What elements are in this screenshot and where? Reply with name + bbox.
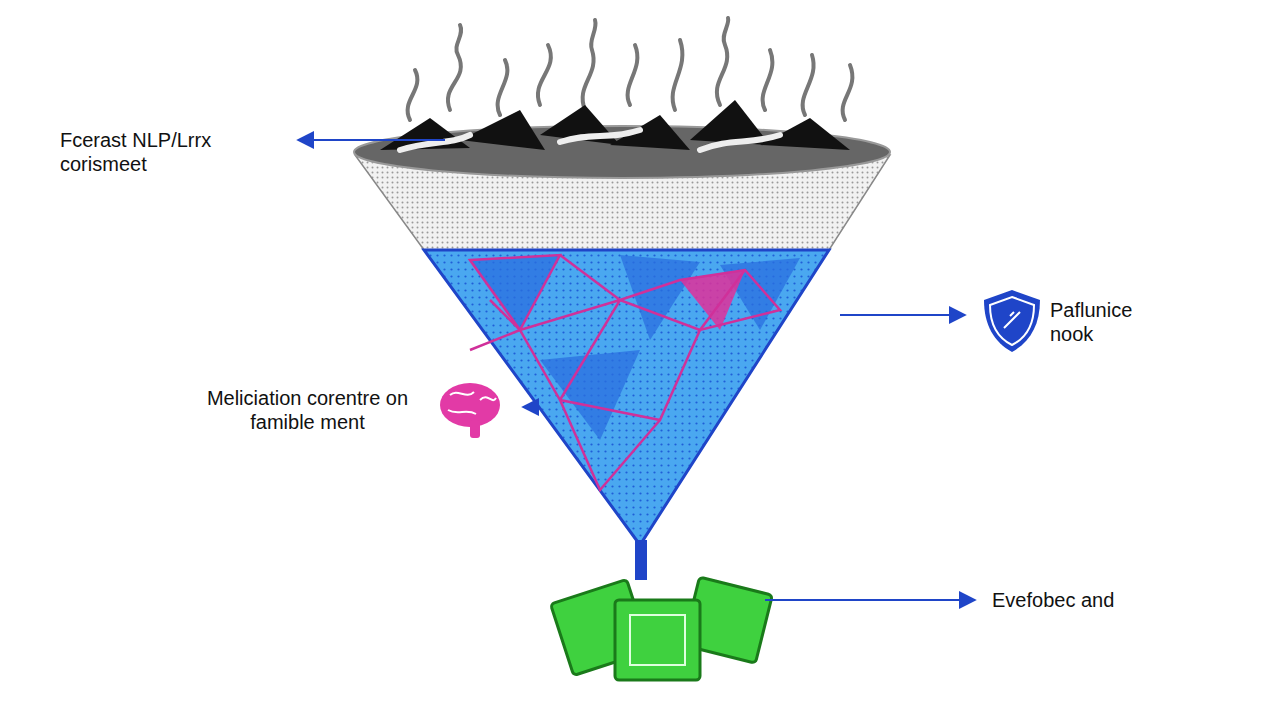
callout-label: Evefobec and [992, 588, 1192, 612]
brain-icon [440, 383, 500, 438]
callout-label: Paflunice nook [1050, 298, 1160, 346]
shield-icon [984, 290, 1040, 352]
callout-label: Meliciation corentre on famible ment [205, 386, 410, 434]
callout-label: Fcerast NLP/Lrrx corismeet [60, 128, 280, 176]
